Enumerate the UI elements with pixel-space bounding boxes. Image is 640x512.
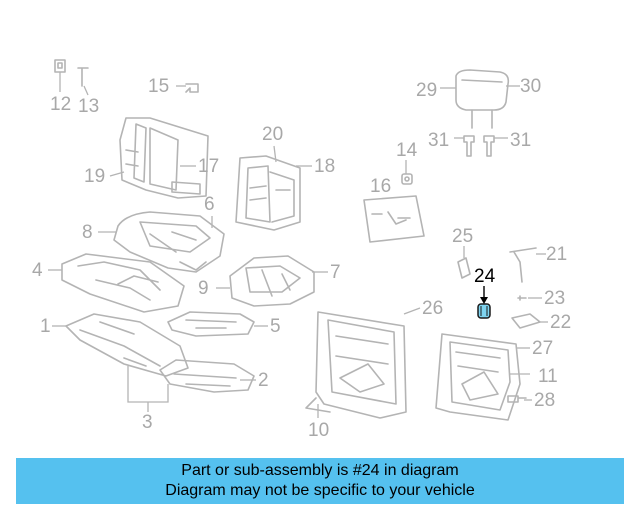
callout-11: 11	[538, 366, 558, 387]
callout-5: 5	[270, 316, 281, 337]
callout-23: 23	[544, 288, 565, 309]
callout-29: 29	[416, 80, 437, 101]
part-9-cushion	[229, 255, 315, 307]
banner-line-1: Part or sub-assembly is #24 in diagram	[181, 462, 459, 479]
callout-4: 4	[32, 260, 43, 281]
part-15-bracket	[185, 83, 199, 93]
part-2-frame	[159, 359, 255, 393]
part-4-frame	[61, 253, 185, 313]
callout-25: 25	[452, 226, 473, 247]
part-21-rod	[509, 247, 537, 283]
callout-31-right: 31	[510, 130, 531, 151]
parts-diagram: 12 13 15 19 17 20 18 29 30 31 31 14 16 6…	[32, 59, 571, 441]
banner-line-2: Diagram may not be specific to your vehi…	[165, 482, 475, 499]
part-20-seatback	[235, 155, 301, 231]
callout-12: 12	[50, 94, 71, 115]
part-29-headrest	[455, 69, 510, 129]
part-22-cover	[511, 313, 541, 329]
part-16-plate	[363, 195, 425, 243]
part-13-pin	[77, 67, 89, 87]
callout-15: 15	[148, 76, 169, 97]
callout-16: 16	[370, 176, 391, 197]
callout-26: 26	[422, 298, 443, 319]
callout-22: 22	[550, 312, 571, 333]
callout-3: 3	[142, 412, 153, 433]
callout-10: 10	[308, 420, 329, 441]
callout-19: 19	[84, 166, 105, 187]
callout-27: 27	[532, 338, 553, 359]
callout-7: 7	[330, 262, 341, 283]
part-27-backframe	[435, 333, 521, 421]
part-31-guide-right	[483, 135, 495, 157]
callout-8: 8	[82, 222, 93, 243]
callout-13: 13	[78, 96, 99, 117]
part-25-clip	[457, 257, 471, 279]
part-1-frame	[65, 313, 189, 377]
part-19-seatback	[119, 117, 209, 199]
part-12-clip	[54, 59, 66, 73]
part-23-pin	[517, 295, 527, 301]
callout-2: 2	[258, 370, 269, 391]
callout-20: 20	[262, 124, 283, 145]
callout-17: 17	[198, 156, 219, 177]
callout-30: 30	[520, 76, 541, 97]
part-31-guide-left	[463, 135, 475, 157]
part-14-fastener	[401, 173, 413, 185]
callout-14: 14	[396, 140, 418, 161]
callout-9: 9	[198, 278, 209, 299]
callout-28: 28	[534, 390, 555, 411]
part-26-backframe	[305, 311, 407, 419]
part-24-highlighted	[477, 303, 491, 319]
part-24-leader	[480, 286, 488, 304]
callout-21: 21	[546, 244, 567, 265]
callout-24-highlighted: 24	[474, 266, 496, 287]
part-28-bolt	[507, 395, 527, 403]
part-8-cushion	[113, 211, 225, 273]
callout-1: 1	[40, 316, 51, 337]
part-3-bracket	[127, 366, 169, 412]
callout-18: 18	[314, 156, 335, 177]
info-banner: Part or sub-assembly is #24 in diagram D…	[16, 458, 624, 504]
callout-31-left: 31	[428, 130, 449, 151]
part-5-pad	[167, 311, 255, 337]
callout-6: 6	[204, 194, 215, 215]
